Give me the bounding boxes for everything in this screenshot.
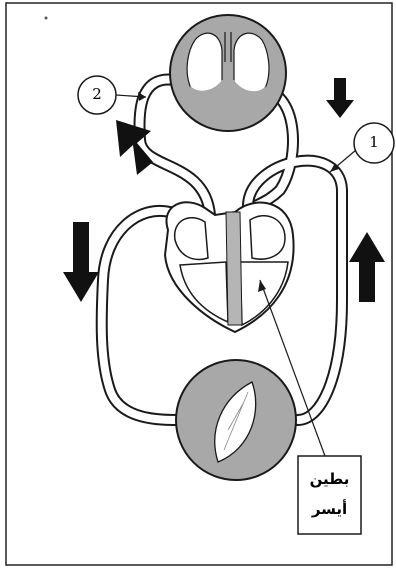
- left-atrium: [250, 216, 285, 259]
- callout-2-label: 2: [87, 85, 107, 103]
- callout-1-label: 1: [364, 133, 384, 151]
- septum: [226, 212, 242, 325]
- annotation-text-line2: أيسر: [300, 498, 359, 520]
- annotation-text-line1: بطين: [300, 468, 359, 490]
- body-organ: [176, 360, 296, 480]
- speck: [45, 17, 48, 20]
- lungs-organ: [170, 15, 286, 131]
